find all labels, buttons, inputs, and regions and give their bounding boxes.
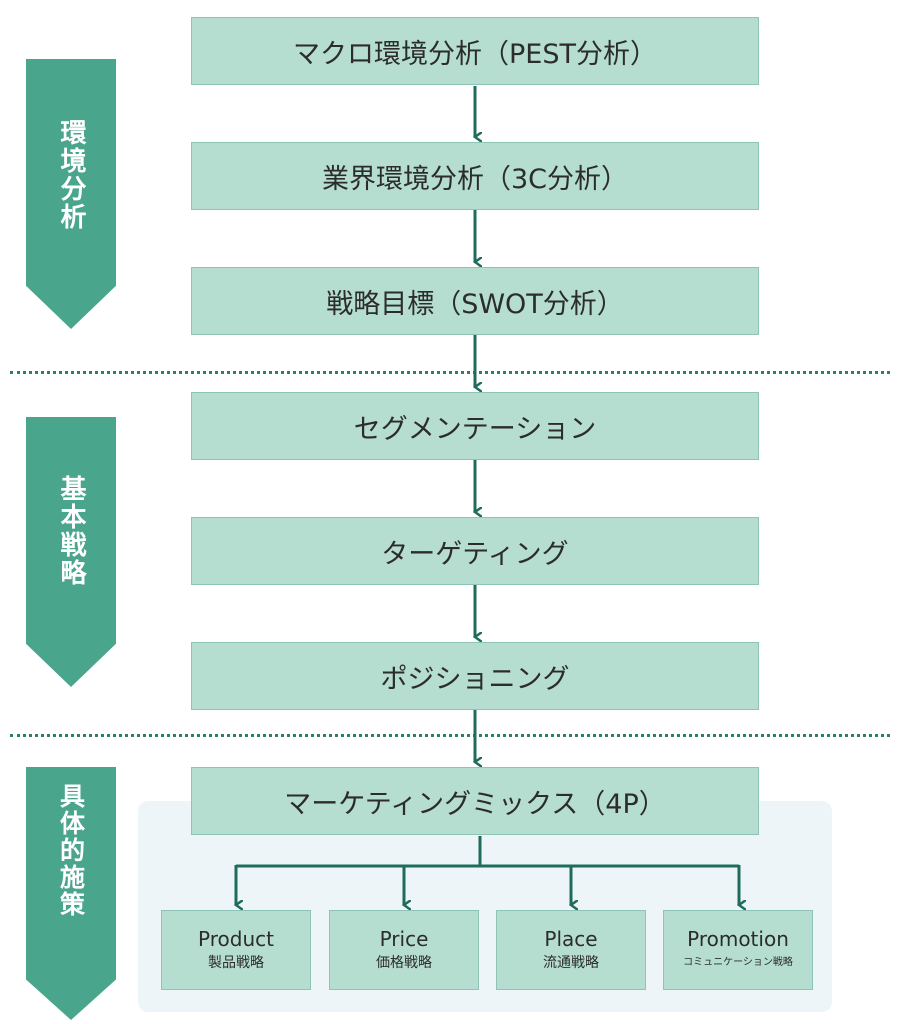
four-p-place: Place 流通戦略: [496, 910, 646, 990]
four-p-promotion: Promotion コミュニケーション戦略: [663, 910, 813, 990]
four-p-price: Price 価格戦略: [329, 910, 479, 990]
four-p-en-label: Promotion: [687, 927, 789, 951]
step-targeting: ターゲティング: [191, 517, 759, 585]
phase-concrete-measures: 具体的施策: [26, 767, 116, 1020]
phase-label: 基本戦略: [56, 475, 86, 587]
step-industry-environment: 業界環境分析（3C分析）: [191, 142, 759, 210]
step-marketing-mix: マーケティングミックス（4P）: [191, 767, 759, 835]
four-p-jp-label: 流通戦略: [543, 955, 599, 971]
phase-label: 具体的施策: [56, 783, 86, 918]
step-macro-environment: マクロ環境分析（PEST分析）: [191, 17, 759, 85]
step-label: 戦略目標（SWOT分析）: [326, 288, 624, 320]
section-divider: [10, 734, 890, 737]
step-label: ターゲティング: [381, 538, 569, 570]
four-p-jp-label: 価格戦略: [376, 955, 432, 971]
step-segmentation: セグメンテーション: [191, 392, 759, 460]
step-label: 業界環境分析（3C分析）: [321, 163, 629, 195]
phase-basic-strategy: 基本戦略: [26, 417, 116, 687]
phase-label: 環境分析: [56, 119, 86, 231]
phase-environment-analysis: 環境分析: [26, 59, 116, 329]
four-p-product: Product 製品戦略: [161, 910, 311, 990]
step-label: マクロ環境分析（PEST分析）: [293, 38, 657, 70]
section-divider: [10, 371, 890, 374]
step-label: セグメンテーション: [353, 413, 597, 445]
step-strategic-goals: 戦略目標（SWOT分析）: [191, 267, 759, 335]
step-label: ポジショニング: [380, 663, 570, 695]
four-p-en-label: Price: [379, 927, 429, 951]
four-p-en-label: Place: [544, 927, 598, 951]
step-label: マーケティングミックス（4P）: [284, 788, 666, 820]
four-p-en-label: Product: [198, 927, 274, 951]
four-p-jp-label: コミュニケーション戦略: [683, 957, 793, 968]
four-p-jp-label: 製品戦略: [208, 955, 264, 971]
step-positioning: ポジショニング: [191, 642, 759, 710]
